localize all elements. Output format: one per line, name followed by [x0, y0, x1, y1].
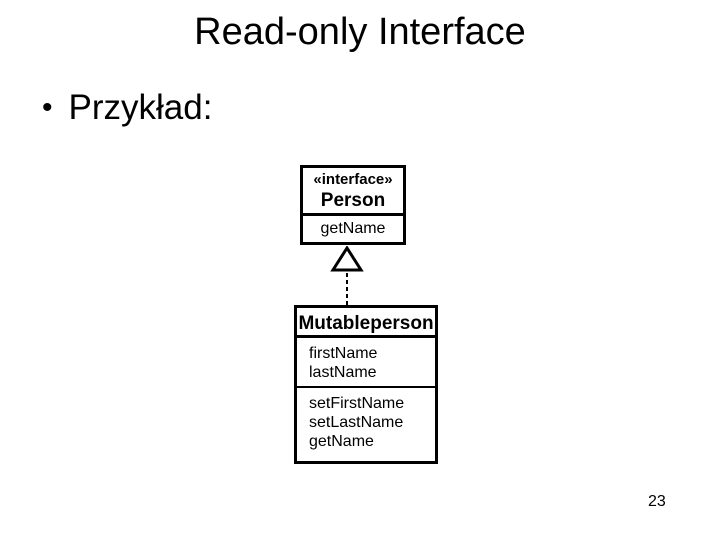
interface-method: getName [320, 220, 386, 237]
class-attribute: firstName [309, 345, 378, 362]
bullet-text: Przykład: [68, 88, 213, 127]
class-methods-compartment: setFirstName setLastName getName [297, 388, 435, 461]
interface-stereotype: «interface» [313, 171, 393, 188]
page-title: Read-only Interface [194, 11, 526, 53]
class-method: setFirstName [309, 395, 405, 412]
class-method: setLastName [309, 414, 404, 431]
interface-methods-compartment: getName [303, 216, 403, 242]
class-name-compartment: Mutableperson [297, 308, 435, 338]
class-name: Mutableperson [298, 313, 434, 334]
uml-class-person: «interface» Person getName [300, 165, 406, 245]
page-number: 23 [648, 493, 666, 510]
interface-name-compartment: «interface» Person [303, 168, 403, 216]
bullet-icon: • [42, 91, 53, 124]
class-method: getName [309, 433, 374, 450]
realization-triangle-icon [330, 246, 364, 272]
interface-class-name: Person [320, 190, 386, 211]
class-attribute: lastName [309, 364, 377, 381]
uml-class-mutableperson: Mutableperson firstName lastName setFirs… [294, 305, 438, 464]
bullet-item: • Przykład: [42, 88, 212, 128]
class-attributes-compartment: firstName lastName [297, 338, 435, 388]
realization-arrow [330, 246, 364, 306]
